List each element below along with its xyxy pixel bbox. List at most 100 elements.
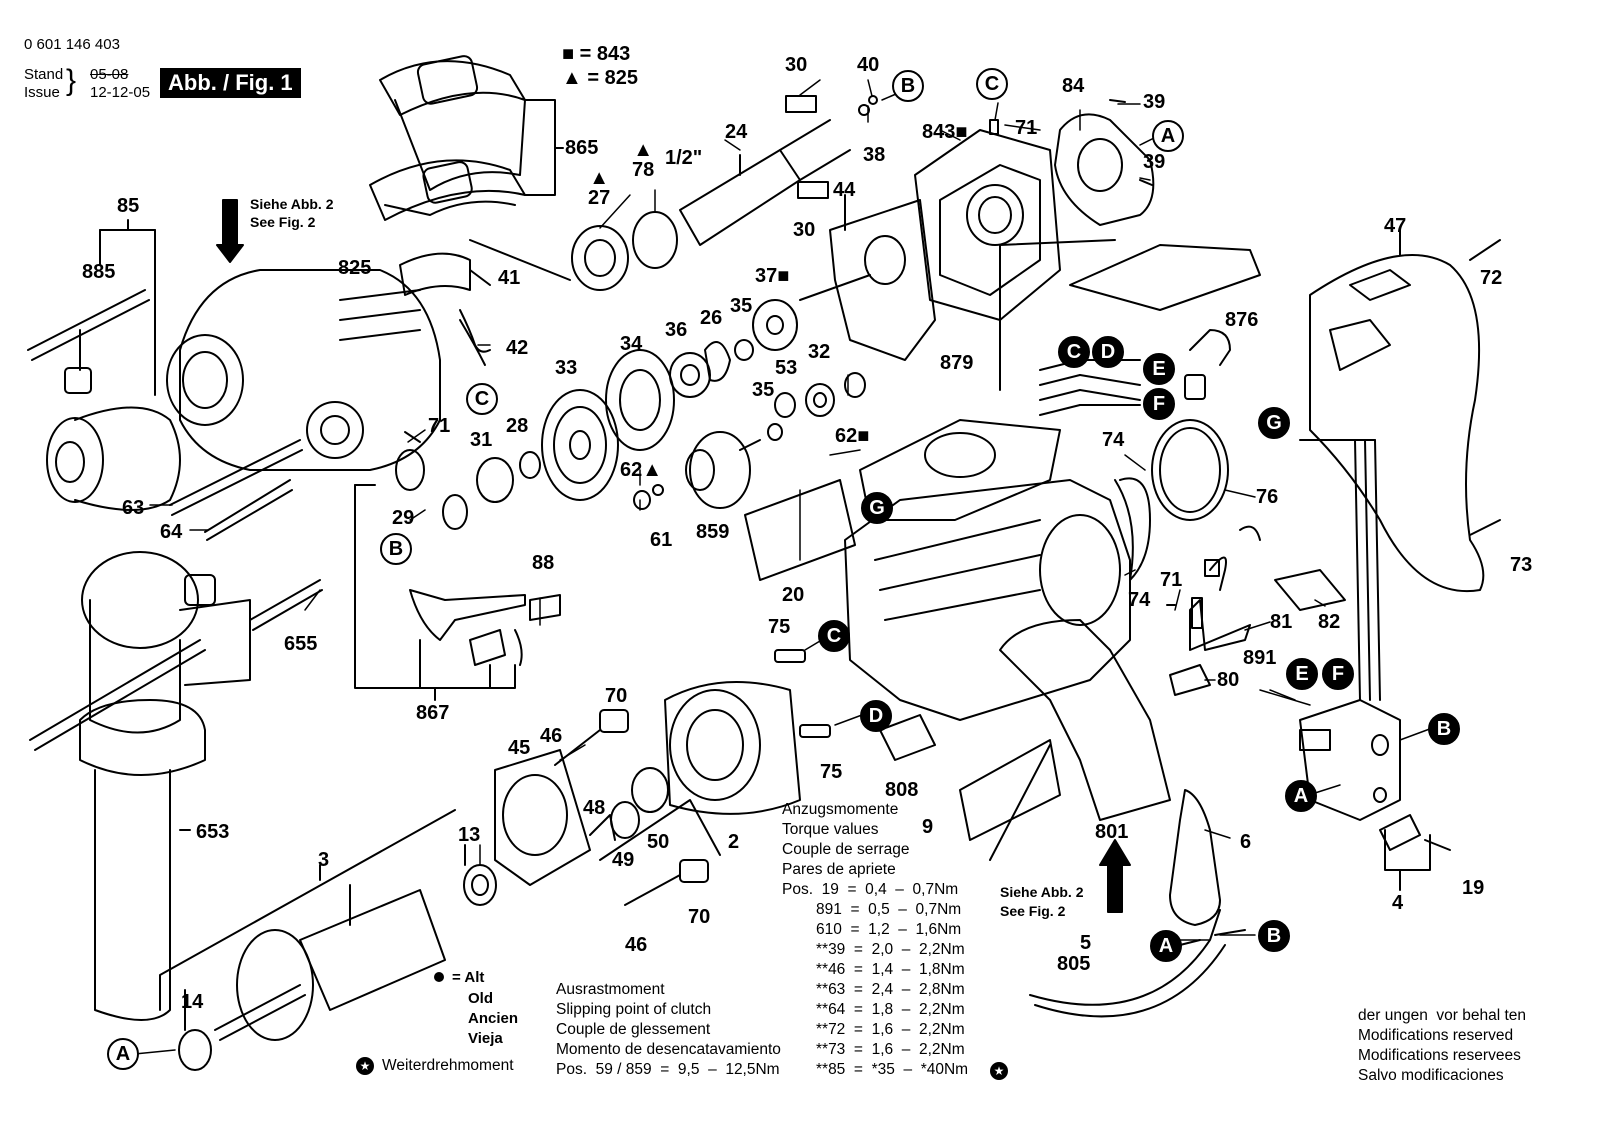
part-label-31: 31 — [470, 429, 493, 451]
part-label-72: 72 — [1480, 267, 1503, 289]
part-label-49: 49 — [612, 849, 635, 871]
part-label-5: 5 — [1080, 932, 1092, 954]
brush-holder-ring — [1114, 329, 1261, 591]
part-label-29: 29 — [392, 507, 415, 529]
part-label-85: 85 — [117, 195, 140, 217]
motor-housing-and-grip — [844, 239, 1261, 861]
switch-mount-parts — [1166, 569, 1346, 696]
torque-row: Pos. 19 = 0,4 – 0,7Nm — [782, 881, 959, 898]
part-label-4: 4 — [1392, 892, 1404, 914]
part-label-71-top: 71 — [1015, 117, 1038, 139]
torque-title-de: Anzugsmomente — [782, 801, 899, 818]
gear-train — [395, 274, 871, 530]
square-symbol-legend: ■ = 843 — [562, 43, 631, 65]
part-label-35-lower: 35 — [752, 379, 775, 401]
ref-circle-b: B — [380, 533, 412, 565]
part-label-38: 38 — [863, 144, 886, 166]
part-label-28: 28 — [506, 415, 529, 437]
part-label-88: 88 — [532, 552, 555, 574]
torque-title-es: Pares de apriete — [782, 861, 896, 878]
old-part-dot-icon — [434, 972, 444, 982]
clutch-line-fr: Couple de glessement — [556, 1021, 711, 1038]
leader-lines — [124, 79, 1436, 1056]
brush-cover-parts — [369, 55, 564, 221]
clutch-line-es: Momento de desencatavamiento — [556, 1041, 781, 1058]
torque-row: **39 = 2,0 – 2,2Nm — [816, 941, 965, 958]
part-label-37: 37■ — [755, 265, 790, 287]
see-fig-top-en: See Fig. 2 — [250, 214, 316, 230]
modifications-en: Modifications reserved — [1358, 1027, 1514, 1044]
stand-label: Stand — [24, 66, 64, 83]
part-label-34: 34 — [620, 333, 643, 355]
ref-circle-a: A — [1152, 120, 1184, 152]
triangle-symbol-legend: ▲ = 825 — [562, 67, 638, 89]
modifications-notice: der ungen vor behal ten Modifications re… — [1358, 1006, 1526, 1086]
part-label-50: 50 — [647, 831, 670, 853]
motor-housing-block-843 — [914, 119, 1061, 321]
old-legend-en: Old — [468, 990, 493, 1007]
torque-row: **64 = 1,8 – 2,2Nm — [816, 1001, 965, 1018]
part-label-74-lower: 74 — [1128, 589, 1151, 611]
part-label-78-text: ▲ 78 — [632, 139, 655, 181]
clutch-line-de: Ausrastmoment — [556, 981, 665, 998]
part-label-82: 82 — [1318, 611, 1341, 633]
part-label-78: ▲ 78 — [632, 140, 654, 180]
ref-circle-e: E — [1143, 353, 1175, 385]
torque-row: 891 = 0,5 – 0,7Nm — [816, 901, 962, 918]
part-number: 0 601 146 403 — [24, 36, 120, 53]
part-label-40: 40 — [857, 54, 880, 76]
part-label-13: 13 — [458, 824, 481, 846]
latch-parts — [399, 239, 571, 366]
star-circle-icon: ★ — [356, 1057, 374, 1075]
gear-housing-825 — [166, 199, 441, 541]
part-label-19: 19 — [1462, 877, 1485, 899]
part-label-867: 867 — [416, 702, 450, 724]
see-fig-top-de: Siehe Abb. 2 — [250, 196, 334, 212]
part-label-2: 2 — [728, 831, 740, 853]
ref-circle-g: G — [861, 492, 893, 524]
part-label-73: 73 — [1510, 554, 1533, 576]
intermediate-flange-44 — [829, 194, 936, 361]
part-label-30: 30 — [785, 54, 808, 76]
part-label-53: 53 — [775, 357, 798, 379]
handle-half-47 — [1309, 229, 1501, 593]
ref-circle-d: D — [860, 700, 892, 732]
torque-row: **85 = *35 – *40Nm — [816, 1061, 969, 1078]
part-label-805: 805 — [1057, 953, 1091, 975]
spindle-assembly — [571, 95, 878, 291]
ref-circle-a: A — [1285, 780, 1317, 812]
part-label-33: 33 — [555, 357, 578, 379]
part-label-48: 48 — [583, 797, 606, 819]
part-label-half-inch: 1/2" — [665, 147, 703, 169]
part-label-9: 9 — [922, 816, 934, 838]
part-label-36: 36 — [665, 319, 688, 341]
ref-circle-d: D — [1092, 336, 1124, 368]
part-label-39-lower: 39 — [1143, 151, 1166, 173]
ref-circle-c: C — [818, 620, 850, 652]
gearshift-867 — [354, 484, 561, 701]
ref-circle-a: A — [1150, 930, 1182, 962]
part-label-32: 32 — [808, 341, 831, 363]
part-label-879: 879 — [940, 352, 974, 374]
torque-row: **46 = 1,4 – 1,8Nm — [816, 961, 965, 978]
part-label-859: 859 — [696, 521, 730, 543]
old-legend-es: Vieja — [468, 1030, 503, 1047]
part-label-84: 84 — [1062, 75, 1085, 97]
ref-circle-c: C — [976, 68, 1008, 100]
part-label-14: 14 — [181, 991, 204, 1013]
part-label-70-upper: 70 — [605, 685, 628, 707]
torque-title-en: Torque values — [782, 821, 879, 838]
old-legend-title: = Alt — [452, 969, 485, 986]
part-label-74-upper: 74 — [1102, 429, 1125, 451]
part-label-64: 64 — [160, 521, 183, 543]
torque-row: **73 = 1,6 – 2,2Nm — [816, 1041, 965, 1058]
clutch-pos: Pos. 59 / 859 = 9,5 – 12,5Nm — [556, 1061, 780, 1078]
part-label-80: 80 — [1217, 669, 1240, 691]
part-label-24: 24 — [725, 121, 748, 143]
rating-labels — [744, 479, 1061, 841]
ref-circle-g: G — [1258, 407, 1290, 439]
torque-notes: Anzugsmomente Torque values Couple de se… — [782, 800, 968, 1080]
part-label-75-lower: 75 — [820, 761, 843, 783]
